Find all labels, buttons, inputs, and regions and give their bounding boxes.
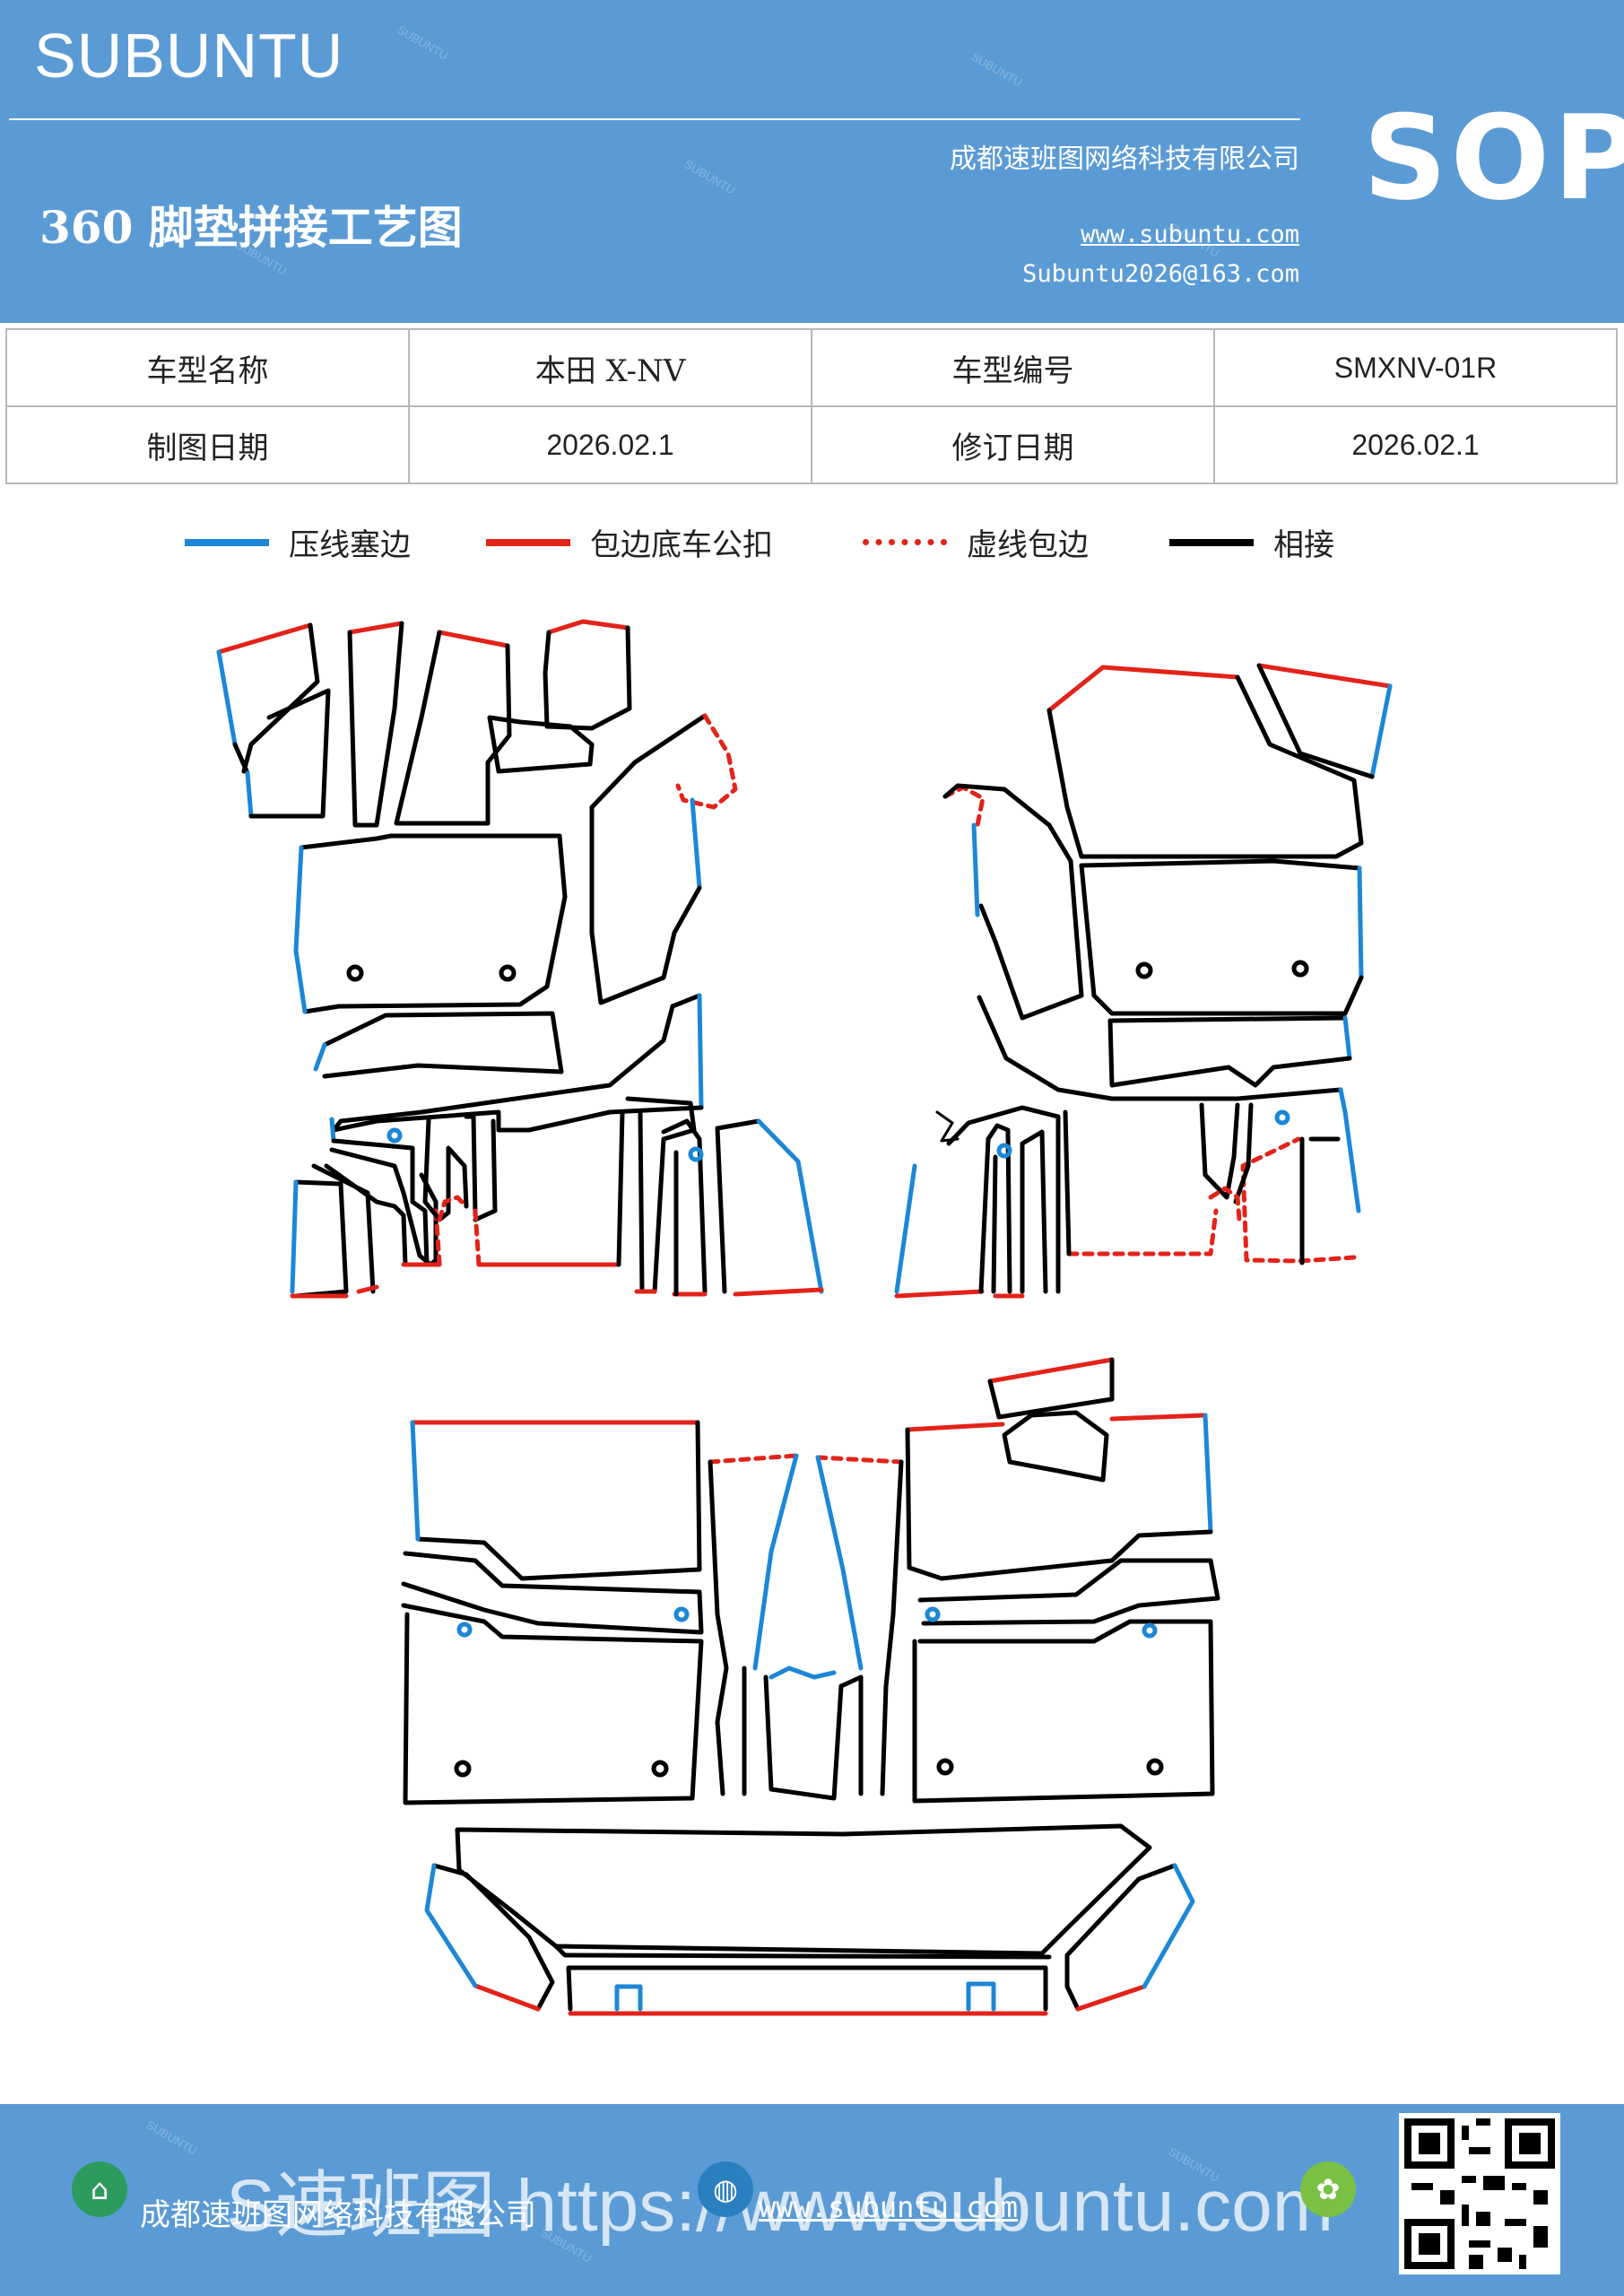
mat-piece bbox=[311, 1163, 379, 1294]
document-title: 360 脚垫拼接工艺图 bbox=[39, 201, 463, 254]
left-front-mat-group bbox=[216, 619, 824, 1299]
table-row: 车型名称 本田 X-NV 车型编号 SMXNV-01R bbox=[5, 328, 1618, 407]
mat-piece bbox=[394, 630, 512, 826]
model-name-label: 车型名称 bbox=[5, 328, 410, 407]
vehicle-info-table: 车型名称 本田 X-NV 车型编号 SMXNV-01R 制图日期 2026.02… bbox=[5, 328, 1618, 484]
legend-label: 压线塞边 bbox=[289, 527, 411, 563]
legend-item: 相接 bbox=[1169, 520, 1334, 564]
mat-piece bbox=[347, 621, 404, 828]
company-name: 成都速班图网络科技有限公司 bbox=[950, 144, 1299, 175]
mat-piece bbox=[331, 993, 704, 1133]
model-code-label: 车型编号 bbox=[811, 328, 1215, 407]
mat-piece bbox=[293, 833, 568, 1014]
mat-piece bbox=[1107, 1015, 1352, 1088]
mat-piece bbox=[942, 783, 1084, 1021]
table-row: 制图日期 2026.02.1 修订日期 2026.02.1 bbox=[5, 405, 1618, 484]
website-link[interactable]: www.subuntu.com bbox=[1081, 221, 1299, 248]
footer-company-name: 成都速班图网络科技有限公司 bbox=[140, 2197, 536, 2233]
legend-item: 虚线包边 bbox=[863, 520, 1089, 564]
mat-piece bbox=[589, 713, 738, 1005]
mat-piece bbox=[401, 1603, 704, 1805]
mat-piece bbox=[905, 1357, 1213, 1581]
mat-piece bbox=[815, 1455, 904, 1796]
mat-piece bbox=[410, 1420, 702, 1581]
mat-piece bbox=[401, 1551, 704, 1635]
header-divider bbox=[9, 118, 1300, 120]
mat-piece bbox=[715, 1118, 824, 1297]
mat-piece bbox=[216, 622, 331, 819]
right-front-mat-group bbox=[894, 663, 1393, 1299]
revision-date-label: 修订日期 bbox=[811, 405, 1215, 484]
leaf-icon: ✿ bbox=[1300, 2161, 1356, 2217]
mat-piece bbox=[422, 1114, 478, 1222]
mat-piece bbox=[894, 1105, 1061, 1299]
legend-label: 相接 bbox=[1273, 527, 1334, 563]
building-icon: ⌂ bbox=[72, 2161, 127, 2217]
qr-code[interactable] bbox=[1399, 2113, 1560, 2274]
mat-piece bbox=[1046, 665, 1364, 859]
mat-piece bbox=[912, 1606, 1215, 1804]
mat-piece bbox=[313, 1011, 564, 1079]
legend-label: 虚线包边 bbox=[967, 527, 1089, 563]
mat-piece bbox=[708, 1453, 864, 1801]
legend-swatch-dotted-red bbox=[863, 539, 947, 545]
revision-date-value: 2026.02.1 bbox=[1213, 405, 1618, 484]
contact-email[interactable]: Subuntu2026@163.com bbox=[1022, 260, 1299, 288]
watermark: SUBUNTU bbox=[143, 2118, 200, 2158]
footer-banner: SUBUNTU SUBUNTU SUBUNTU S速班图 https://www… bbox=[0, 2104, 1624, 2296]
legend-swatch-red bbox=[486, 538, 570, 546]
sop-badge: SOP bbox=[1363, 90, 1624, 226]
mat-piece bbox=[455, 1823, 1152, 1960]
brand-logo-text: SUBUNTU bbox=[34, 21, 344, 91]
globe-icon: ◍ bbox=[698, 2161, 753, 2217]
draw-date-value: 2026.02.1 bbox=[408, 405, 812, 484]
header-banner: SUBUNTU SUBUNTU SUBUNTU SUBUNTU SUBUNTU … bbox=[0, 0, 1624, 323]
mat-piece bbox=[1079, 858, 1364, 1016]
mat-piece bbox=[473, 1109, 625, 1267]
legend-item: 压线塞边 bbox=[185, 520, 411, 564]
mat-piece bbox=[1063, 1102, 1254, 1257]
mat-piece bbox=[290, 1179, 349, 1299]
footer-website-link[interactable]: www.subuntu.com bbox=[759, 2190, 1018, 2224]
mat-piece bbox=[625, 1096, 708, 1297]
model-code-value: SMXNV-01R bbox=[1213, 328, 1618, 407]
line-legend: 压线塞边 包边底车公扣 虚线包边 相接 bbox=[0, 520, 1624, 574]
draw-date-label: 制图日期 bbox=[5, 405, 410, 484]
legend-swatch-blue bbox=[185, 538, 269, 546]
footer-watermark-text: S速班图 https://www.subuntu.com bbox=[226, 2165, 1334, 2247]
mat-piece bbox=[1064, 1863, 1195, 2012]
mat-piece bbox=[424, 1863, 555, 2012]
mat-piece bbox=[487, 619, 632, 774]
mat-piece bbox=[977, 995, 1361, 1265]
legend-label: 包边底车公扣 bbox=[590, 527, 773, 563]
model-name-value: 本田 X-NV bbox=[408, 328, 812, 407]
rear-mat-group bbox=[401, 1357, 1220, 2016]
qr-code-graphic bbox=[1404, 2118, 1555, 2269]
legend-swatch-black bbox=[1169, 538, 1254, 546]
mat-piece bbox=[917, 1558, 1220, 1626]
mat-piece bbox=[566, 1965, 1048, 2016]
legend-item: 包边底车公扣 bbox=[486, 520, 773, 564]
mat-piece bbox=[1256, 663, 1393, 779]
